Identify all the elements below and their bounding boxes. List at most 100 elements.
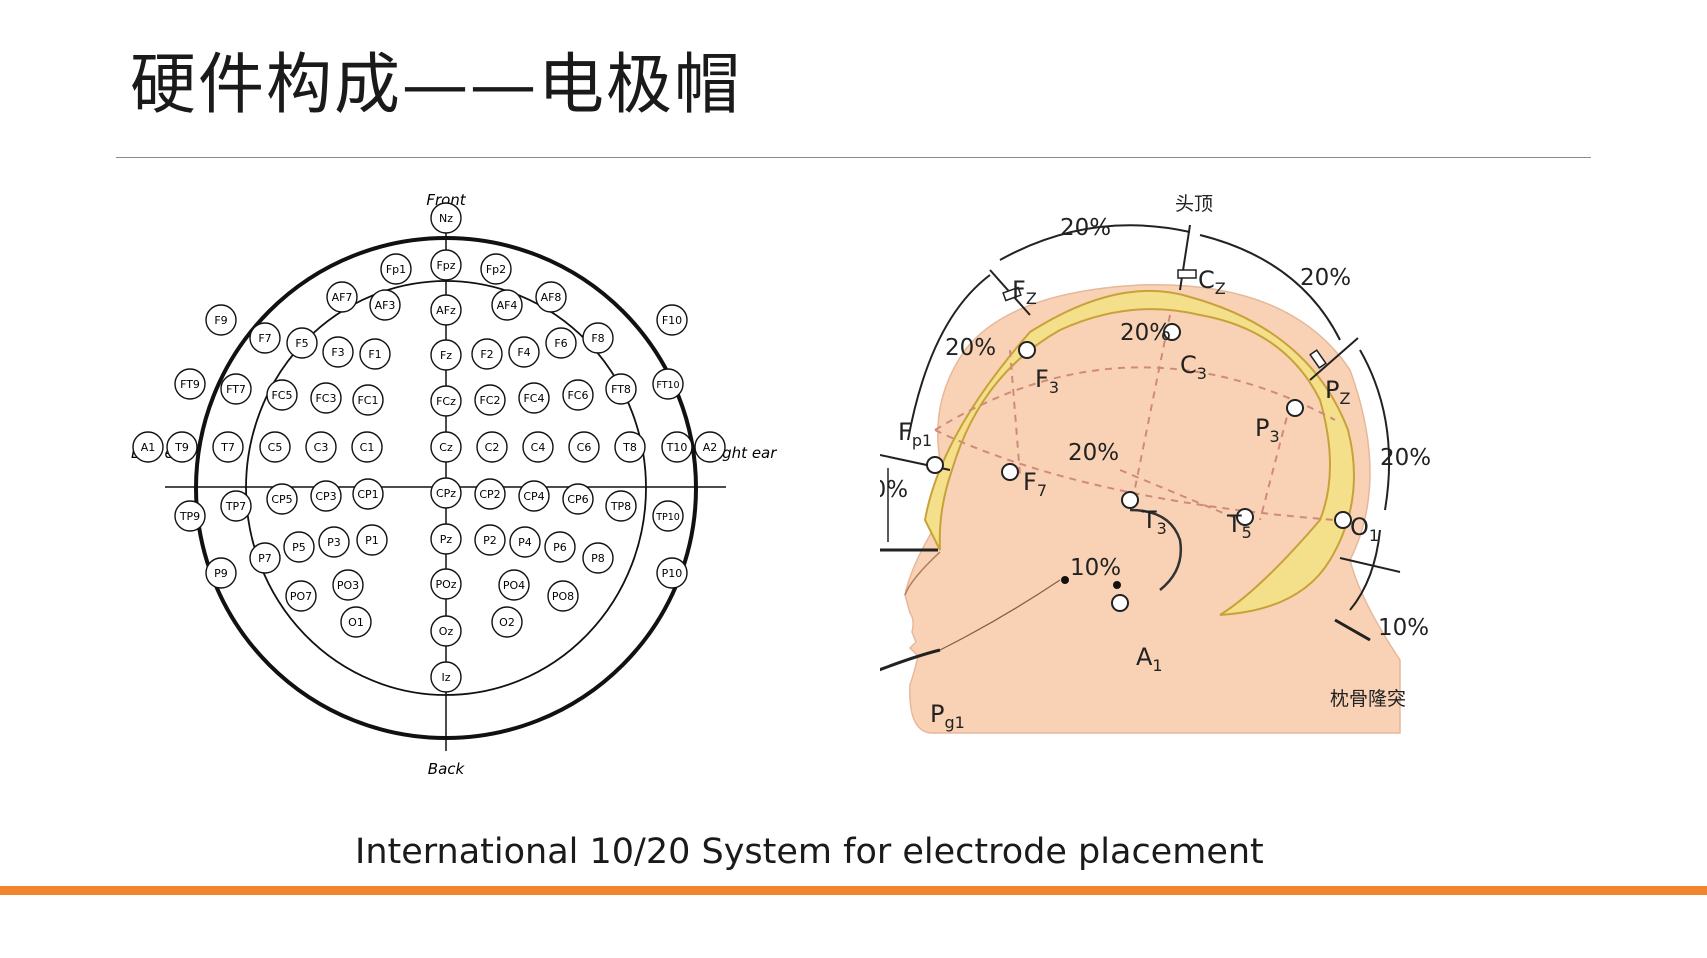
electrode-cp2	[474, 478, 506, 510]
electrode-po4	[498, 569, 530, 601]
label-cz: CZ	[1198, 266, 1226, 298]
electrode-c3	[1163, 323, 1181, 341]
electrode-fc4	[518, 382, 550, 414]
electrode-p8	[582, 542, 614, 574]
electrode-p6	[544, 531, 576, 563]
electrode-a1	[1111, 594, 1129, 612]
electrode-f6	[545, 327, 577, 359]
electrode-label-cp6: CP6	[567, 493, 588, 506]
electrode-label-tp9: TP9	[179, 510, 200, 523]
electrode-po8	[547, 580, 579, 612]
electrode-label-f6: F6	[554, 337, 567, 350]
front-label: Front	[426, 191, 466, 209]
electrode-cp3	[310, 480, 342, 512]
electrode-f10	[656, 304, 688, 336]
electrode-fc3	[310, 382, 342, 414]
electrode-f3	[1018, 341, 1036, 359]
electrode-map-diagram: Front Back Left ear Right ear NzFpzFp1Fp…	[131, 191, 777, 778]
label-c3: C3	[1180, 351, 1207, 383]
electrode-label-cz: Cz	[439, 441, 453, 454]
figure-caption: International 10/20 System for electrode…	[355, 832, 1264, 872]
electrode-f7	[1001, 463, 1019, 481]
electrode-nz	[430, 202, 462, 234]
electrode-t8	[614, 431, 646, 463]
electrode-fc5	[266, 379, 298, 411]
electrode-label-f2: F2	[480, 348, 493, 361]
electrode-label-p4: P4	[518, 536, 532, 549]
electrode-cz-marker	[1177, 269, 1197, 279]
electrode-label-p5: P5	[292, 541, 306, 554]
electrode-label-tp10: TP10	[655, 512, 680, 523]
skull-band	[923, 289, 1355, 616]
face-line	[904, 551, 941, 596]
electrode-label-f8: F8	[591, 332, 604, 345]
electrode-label-ft9: FT9	[180, 378, 200, 391]
electrode-label-af7: AF7	[332, 291, 353, 304]
electrode-label-poz: POz	[435, 578, 456, 591]
pct-back-10: 10%	[1378, 615, 1429, 641]
electrode-cp5	[266, 483, 298, 515]
electrode-label-t10: T10	[666, 441, 688, 454]
tick-inion-arrow	[1334, 618, 1371, 642]
label-pz: PZ	[1325, 376, 1350, 408]
electrode-label-ft7: FT7	[226, 383, 246, 396]
electrode-label-f9: F9	[214, 314, 227, 327]
electrode-c3	[305, 431, 337, 463]
electrode-label-f5: F5	[295, 337, 308, 350]
measure-arc-inion	[1349, 529, 1381, 611]
electrode-label-po4: PO4	[503, 579, 525, 592]
label-fp1: Fp1	[898, 418, 932, 450]
electrode-label-p9: P9	[214, 567, 228, 580]
slide-title: 硬件构成——电极帽	[130, 46, 742, 123]
electrode-ft7	[220, 373, 252, 405]
electrode-c1	[351, 431, 383, 463]
electrode-label-fc1: FC1	[357, 394, 378, 407]
electrode-f1	[359, 338, 391, 370]
electrode-cp4	[518, 480, 550, 512]
electrode-tp9	[174, 500, 206, 532]
electrode-label-fc3: FC3	[315, 392, 336, 405]
electrode-tp7	[220, 490, 252, 522]
electrode-c5	[259, 431, 291, 463]
electrode-f8	[582, 322, 614, 354]
back-label: Back	[428, 760, 466, 778]
electrode-c2	[476, 431, 508, 463]
electrode-label-p8: P8	[591, 552, 605, 565]
electrode-fz-marker	[1002, 286, 1022, 302]
electrode-afz	[430, 294, 462, 326]
electrode-fcz	[430, 385, 462, 417]
electrode-label-c5: C5	[268, 441, 283, 454]
electrode-label-o1: O1	[348, 616, 364, 629]
electrode-p7	[249, 542, 281, 574]
electrode-label-tp8: TP8	[610, 500, 631, 513]
electrode-label-fp1: Fp1	[386, 263, 406, 276]
electrode-o1	[340, 606, 372, 638]
electrode-f2	[471, 338, 503, 370]
dot-a	[1061, 576, 1069, 584]
electrode-label-t9: T9	[174, 441, 189, 454]
electrode-fp2	[480, 253, 512, 285]
pct-front-10: 10%	[880, 477, 908, 503]
electrode-label-cp1: CP1	[357, 488, 378, 501]
electrode-label-fc6: FC6	[567, 389, 588, 402]
label-a1: A1	[1136, 643, 1163, 675]
electrode-tp10	[652, 500, 684, 532]
electrode-fc6	[562, 379, 594, 411]
electrode-label-f10: F10	[662, 314, 682, 327]
electrode-label-ft10: FT10	[656, 380, 679, 391]
measure-arc-crown	[1199, 234, 1341, 341]
electrode-t10	[661, 431, 693, 463]
electrode-cpz	[430, 477, 462, 509]
electrode-label-ft8: FT8	[611, 383, 631, 396]
electrode-label-af4: AF4	[497, 299, 518, 312]
electrode-label-p7: P7	[258, 552, 272, 565]
electrode-label-c6: C6	[577, 441, 592, 454]
electrode-fc1	[352, 384, 384, 416]
electrode-a2	[694, 431, 726, 463]
electrode-label-po7: PO7	[290, 590, 312, 603]
pct-inner-top: 20%	[1120, 320, 1171, 346]
label-t5: T5	[1226, 510, 1252, 542]
electrode-label-c1: C1	[360, 441, 375, 454]
electrode-label-tp7: TP7	[225, 500, 246, 513]
label-o1: O1	[1350, 513, 1379, 545]
